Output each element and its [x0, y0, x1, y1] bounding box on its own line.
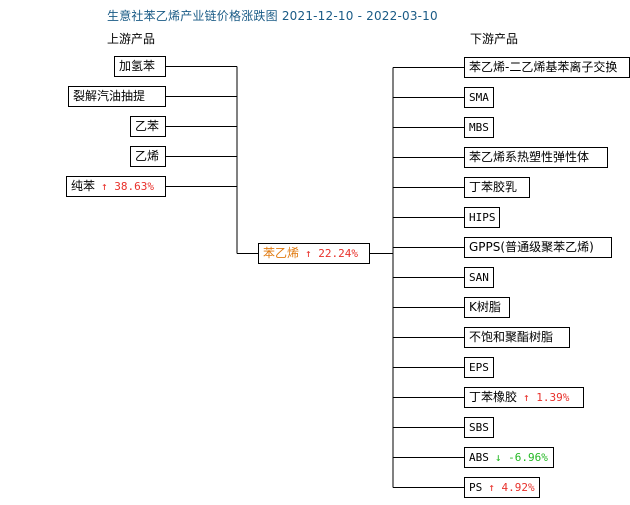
- diagram-title: 生意社苯乙烯产业链价格涨跌图 2021-12-10 - 2022-03-10: [107, 9, 438, 23]
- upstream-node[interactable]: 纯苯 ↑ 38.63%: [66, 176, 166, 197]
- downstream-node[interactable]: 不饱和聚酯树脂: [464, 327, 570, 348]
- downstream-node[interactable]: SBS: [464, 417, 494, 438]
- center-node[interactable]: 苯乙烯 ↑ 22.24%: [258, 243, 370, 264]
- change-value: -6.96%: [508, 451, 548, 464]
- downstream-node[interactable]: EPS: [464, 357, 494, 378]
- downstream-node[interactable]: GPPS(普通级聚苯乙烯): [464, 237, 612, 258]
- node-name: 加氢苯: [119, 59, 156, 73]
- upstream-node[interactable]: 裂解汽油抽提: [68, 86, 166, 107]
- up-arrow-icon: ↑: [488, 481, 495, 494]
- upstream-label: 上游产品: [107, 32, 156, 46]
- change-value: 1.39%: [536, 391, 570, 404]
- node-name: EPS: [469, 361, 489, 374]
- change-value: 22.24%: [318, 247, 359, 260]
- node-name: HIPS: [469, 211, 496, 224]
- price-change: ↑ 38.63%: [101, 180, 154, 193]
- node-name: SAN: [469, 271, 489, 284]
- node-name: SBS: [469, 421, 489, 434]
- price-change: ↑ 1.39%: [523, 391, 569, 404]
- node-name: ABS: [469, 451, 489, 464]
- downstream-node[interactable]: ABS ↓ -6.96%: [464, 447, 554, 468]
- downstream-node[interactable]: SAN: [464, 267, 494, 288]
- upstream-node[interactable]: 加氢苯: [114, 56, 166, 77]
- node-name: 纯苯: [71, 179, 96, 193]
- downstream-node[interactable]: MBS: [464, 117, 494, 138]
- node-name: 苯乙烯-二乙烯基苯离子交换: [469, 60, 618, 74]
- up-arrow-icon: ↑: [523, 391, 530, 404]
- downstream-node[interactable]: 丁苯胶乳: [464, 177, 530, 198]
- downstream-node[interactable]: 苯乙烯系热塑性弹性体: [464, 147, 608, 168]
- upstream-node[interactable]: 乙苯: [130, 116, 166, 137]
- downstream-node[interactable]: 丁苯橡胶 ↑ 1.39%: [464, 387, 584, 408]
- node-name: 不饱和聚酯树脂: [469, 330, 554, 344]
- node-name: GPPS(普通级聚苯乙烯): [469, 240, 594, 254]
- up-arrow-icon: ↑: [101, 180, 108, 193]
- node-name: 乙苯: [135, 119, 160, 133]
- downstream-node[interactable]: HIPS: [464, 207, 500, 228]
- node-name: SMA: [469, 91, 489, 104]
- downstream-node[interactable]: K树脂: [464, 297, 510, 318]
- node-name: PS: [469, 481, 483, 494]
- node-name: 裂解汽油抽提: [73, 89, 146, 103]
- node-name: 丁苯胶乳: [469, 180, 518, 194]
- change-value: 38.63%: [114, 180, 155, 193]
- node-name: 苯乙烯系热塑性弹性体: [469, 150, 590, 164]
- up-arrow-icon: ↑: [305, 247, 312, 260]
- downstream-node[interactable]: 苯乙烯-二乙烯基苯离子交换: [464, 57, 630, 78]
- down-arrow-icon: ↓: [494, 451, 502, 464]
- price-change: ↑ 4.92%: [488, 481, 534, 494]
- upstream-node[interactable]: 乙烯: [130, 146, 166, 167]
- downstream-node[interactable]: PS ↑ 4.92%: [464, 477, 540, 498]
- downstream-node[interactable]: SMA: [464, 87, 494, 108]
- node-name: K树脂: [469, 300, 501, 314]
- node-name: MBS: [469, 121, 489, 134]
- downstream-label: 下游产品: [470, 32, 519, 46]
- node-name: 乙烯: [135, 149, 160, 163]
- price-change: ↓ -6.96%: [495, 451, 548, 464]
- node-name: 丁苯橡胶: [469, 390, 518, 404]
- price-change: ↑ 22.24%: [305, 247, 358, 260]
- node-name: 苯乙烯: [263, 246, 300, 260]
- change-value: 4.92%: [501, 481, 535, 494]
